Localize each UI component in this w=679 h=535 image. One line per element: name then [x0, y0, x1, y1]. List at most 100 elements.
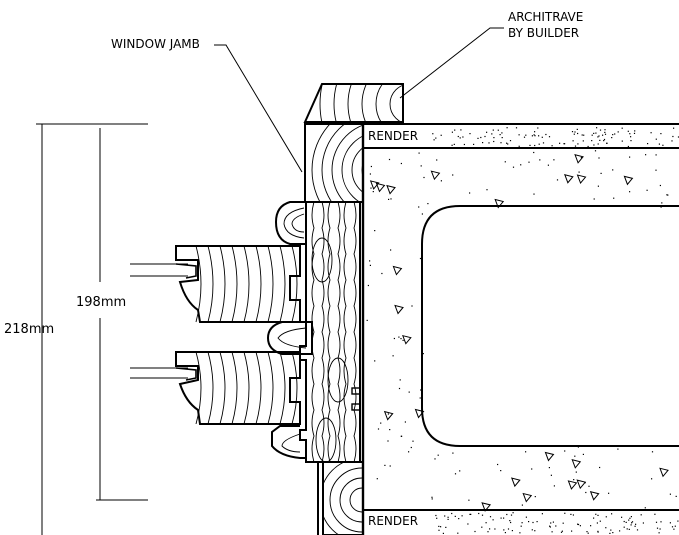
speckle-dot: [515, 127, 518, 129]
speckle-dot: [642, 522, 644, 524]
speckle-dot: [482, 142, 484, 144]
speckle-dot: [497, 129, 499, 131]
speckle-dot: [462, 136, 464, 138]
speckle-dot: [577, 523, 580, 526]
speckle-dot: [504, 161, 506, 163]
speckle-dot: [398, 387, 401, 390]
speckle-dot: [390, 249, 392, 251]
speckle-dot: [420, 165, 422, 167]
speckle-dot: [630, 524, 632, 526]
sash-upper-grain: [243, 245, 250, 323]
speckle-dot: [628, 528, 630, 530]
architrave-grain: [375, 84, 403, 122]
speckle-dot: [469, 192, 471, 194]
speckle-dot: [598, 135, 600, 137]
speckle-dot: [372, 191, 374, 193]
speckle-dot: [597, 143, 599, 145]
sash-lower-grain: [231, 352, 238, 424]
sash-upper-grain: [279, 245, 286, 323]
speckle-dot: [485, 522, 487, 524]
speckle-dot: [621, 127, 623, 129]
speckle-dot: [539, 159, 541, 161]
architrave-grain: [319, 84, 403, 122]
speckle-dot: [646, 189, 648, 191]
speckle-dot: [493, 137, 495, 139]
speckle-dot: [504, 532, 506, 534]
speckle-dot: [478, 512, 480, 515]
speckle-dot: [573, 133, 575, 135]
speckle-dot: [404, 421, 406, 423]
speckle-dot: [369, 260, 371, 262]
frame-grain: [343, 203, 347, 461]
speckle-dot: [440, 526, 442, 528]
speckle-dot: [525, 516, 527, 518]
speckle-dot: [574, 455, 576, 457]
speckle-dot: [532, 521, 534, 524]
sash-lower-grain: [195, 352, 202, 424]
window-frame: [299, 201, 361, 463]
speckle-dot: [629, 517, 631, 519]
speckle-dot: [525, 134, 527, 136]
speckle-dot: [523, 136, 526, 138]
speckle-dot: [486, 131, 488, 133]
glazing-upper: [130, 263, 197, 279]
speckle-dot: [596, 127, 598, 129]
speckle-dot: [454, 129, 456, 131]
speckle-dot: [605, 516, 607, 518]
speckle-dot: [384, 464, 386, 466]
sash-lower-grain: [255, 352, 262, 424]
aggregate-triangle: [494, 198, 505, 209]
speckle-dot: [576, 128, 578, 130]
aggregate-triangle: [369, 180, 380, 190]
aggregate-triangle: [576, 479, 587, 490]
speckle-dot: [549, 526, 551, 528]
speckle-dot: [408, 451, 410, 453]
speckle-dot: [574, 145, 577, 147]
speckle-dot: [503, 529, 505, 531]
speckle-dot: [597, 514, 599, 516]
speckle-dot: [596, 522, 598, 524]
speckle-dot: [438, 525, 440, 527]
dimension-198mm: 198mm: [76, 128, 148, 501]
speckle-dot: [461, 515, 463, 517]
speckle-dot: [374, 360, 376, 362]
speckle-dot: [473, 143, 475, 145]
speckle-dot: [573, 479, 575, 481]
speckle-dot: [564, 450, 566, 452]
speckle-dot: [388, 158, 391, 161]
glazing-bead-middle: [266, 321, 313, 355]
speckle-dot: [651, 451, 654, 453]
speckle-dot: [393, 337, 395, 340]
speckle-dot: [591, 134, 593, 136]
speckle-dot: [561, 530, 563, 532]
architrave-label-line2: BY BUILDER: [508, 26, 579, 40]
speckle-dot: [388, 198, 390, 200]
speckle-dot: [389, 429, 391, 431]
speckle-dot: [431, 496, 433, 498]
speckle-dot: [537, 127, 539, 129]
speckle-dot: [533, 193, 535, 195]
speckle-dot: [570, 513, 572, 515]
sash-upper-grain: [207, 245, 214, 323]
speckle-dot: [659, 184, 661, 187]
speckle-dot: [631, 521, 634, 523]
speckle-dot: [647, 143, 649, 145]
aggregate-triangle: [430, 170, 441, 181]
speckle-dot: [659, 528, 661, 530]
speckle-dot: [377, 428, 380, 430]
speckle-dot: [487, 531, 489, 533]
speckle-dot: [369, 264, 371, 266]
frame-knot: [315, 417, 337, 461]
speckle-dot: [534, 496, 536, 498]
speckle-dot: [606, 142, 608, 144]
aggregate-triangle: [383, 410, 394, 421]
speckle-dot: [436, 517, 438, 519]
speckle-dot: [562, 522, 564, 524]
speckle-dot: [520, 164, 522, 166]
speckle-dot: [629, 191, 631, 193]
sash-upper: [175, 245, 301, 323]
speckle-dot: [489, 516, 492, 518]
speckle-dot: [454, 515, 456, 517]
speckle-dot: [603, 138, 606, 141]
speckle-dot: [612, 532, 614, 534]
